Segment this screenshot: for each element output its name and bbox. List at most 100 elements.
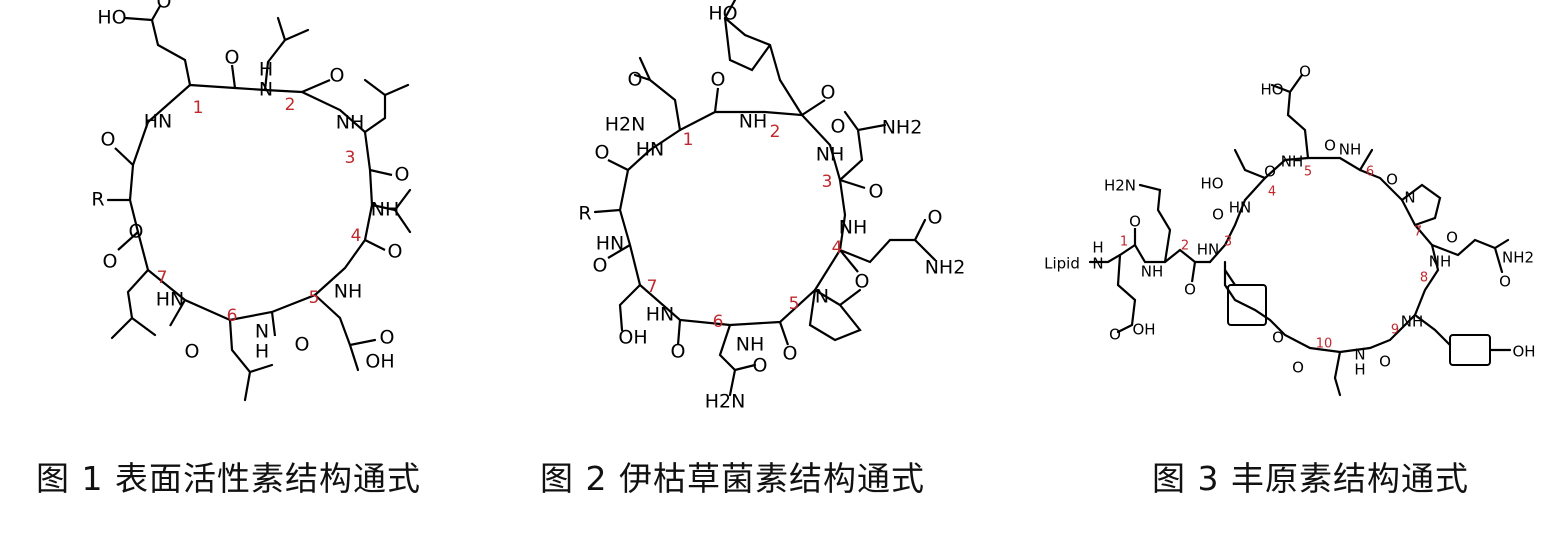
- atom-label: HN: [646, 304, 675, 326]
- atom-label: O: [1446, 229, 1458, 247]
- atom-label: OH: [618, 327, 647, 349]
- atom-label: NH: [336, 112, 365, 134]
- atom-label: R: [578, 203, 591, 225]
- residue-number: 2: [1181, 239, 1189, 254]
- residue-number: 5: [789, 294, 800, 314]
- residue-number: 3: [345, 148, 356, 168]
- atom-label: N: [259, 79, 273, 101]
- figure-3-caption: 图 3 丰原素结构通式: [1152, 459, 1469, 498]
- residue-number: 6: [713, 312, 724, 332]
- atom-label: O: [225, 47, 240, 69]
- atom-label: O: [1499, 273, 1511, 291]
- atom-label: O: [821, 82, 836, 104]
- atom-label: NH: [1401, 313, 1424, 331]
- atom-label: O: [628, 69, 643, 91]
- atom-label: NH2: [925, 257, 966, 279]
- atom-label: O: [101, 129, 116, 151]
- atom-label: HN: [156, 289, 185, 311]
- atom-label: OH: [1512, 343, 1535, 361]
- surfactin-structure: HO O O H N O NH O NH O NH O OH O N H O H…: [91, 0, 412, 402]
- atom-label: R: [91, 189, 104, 211]
- residue-number: 1: [1120, 235, 1128, 250]
- atom-label: NH: [1141, 263, 1164, 281]
- residue-number: 3: [822, 172, 833, 192]
- atom-label: O: [928, 207, 943, 229]
- residue-number: 7: [157, 268, 168, 288]
- atom-label: O: [783, 343, 798, 365]
- atom-label: HO: [1260, 81, 1283, 99]
- atom-label: HO: [97, 7, 126, 29]
- atom-label: H: [259, 59, 273, 81]
- residue-number: 6: [1366, 165, 1374, 180]
- residue-number: 9: [1391, 323, 1399, 338]
- atom-label: NH2: [1502, 249, 1534, 267]
- atom-label: NH: [739, 111, 768, 133]
- figure-surfactin: HO O O H N O NH O NH O NH O OH O N H O H…: [40, 0, 460, 420]
- atom-label: H2N: [1104, 177, 1136, 195]
- atom-label: H: [1092, 239, 1103, 257]
- residue-number: 5: [1304, 165, 1312, 180]
- atom-label: HN: [596, 233, 625, 255]
- atom-label: O: [869, 181, 884, 203]
- residue-number: 4: [351, 226, 362, 246]
- atom-label: HN: [636, 139, 665, 161]
- residue-number: 1: [193, 98, 204, 118]
- atom-label: O: [1184, 281, 1196, 299]
- residue-number: 4: [1268, 185, 1276, 200]
- atom-label: NH: [839, 217, 868, 239]
- atom-label: H: [1354, 361, 1365, 379]
- atom-label: HN: [1229, 199, 1252, 217]
- atom-label: OH: [1132, 321, 1155, 339]
- atom-label: HN: [144, 111, 173, 133]
- atom-label: Lipid: [1044, 255, 1080, 273]
- figure-iturin: HO O H2N O NH O O NH2 NH O NH O NH2 O N …: [540, 0, 980, 420]
- atom-label: O: [1292, 359, 1304, 377]
- atom-label: NH: [334, 281, 363, 303]
- atom-label: O: [1109, 326, 1121, 344]
- atom-label: O: [330, 65, 345, 87]
- atom-label: NH: [1281, 153, 1304, 171]
- residue-number: 2: [285, 95, 296, 115]
- residue-number: 6: [227, 306, 238, 326]
- atom-label: O: [1272, 329, 1284, 347]
- figure-2-caption: 图 2 伊枯草菌素结构通式: [540, 459, 925, 498]
- atom-label: H: [255, 341, 269, 363]
- atom-label: NH: [371, 199, 400, 221]
- residue-number: 7: [1414, 225, 1422, 240]
- atom-label: N: [1092, 255, 1103, 273]
- residue-number: 7: [647, 277, 658, 297]
- atom-label: HN: [1197, 241, 1220, 259]
- atom-label: O: [1386, 171, 1398, 189]
- atom-label: O: [595, 142, 610, 164]
- atom-label: O: [388, 241, 403, 263]
- atom-label: O: [295, 334, 310, 356]
- iturin-structure: HO O H2N O NH O O NH2 NH O NH O NH2 O N …: [578, 0, 966, 413]
- atom-label: NH: [736, 334, 765, 356]
- atom-label: O: [380, 327, 395, 349]
- residue-number: 5: [309, 288, 320, 308]
- residue-number: 2: [770, 122, 781, 142]
- atom-label: O: [593, 255, 608, 277]
- atom-label: NH: [816, 144, 845, 166]
- figure-1-caption: 图 1 表面活性素结构通式: [36, 459, 421, 498]
- residue-number: 10: [1316, 337, 1333, 352]
- atom-label: O: [1379, 353, 1391, 371]
- atom-label: N: [815, 286, 829, 308]
- atom-label: N: [255, 321, 269, 343]
- atom-label: N: [1404, 189, 1415, 207]
- atom-label: O: [1264, 163, 1276, 181]
- atom-label: O: [671, 341, 686, 363]
- atom-label: O: [831, 116, 846, 138]
- atom-label: NH: [1339, 141, 1362, 159]
- atom-label: O: [1324, 137, 1336, 155]
- atom-label: O: [129, 221, 144, 243]
- atom-label: HO: [708, 3, 737, 25]
- atom-label: H2N: [605, 114, 646, 136]
- residue-number: 1: [683, 130, 694, 150]
- atom-label: O: [1212, 206, 1224, 224]
- atom-label: OH: [365, 351, 394, 373]
- residue-number: 8: [1420, 271, 1428, 286]
- atom-label: O: [855, 271, 870, 293]
- atom-label: O: [711, 69, 726, 91]
- atom-label: NH: [1429, 253, 1452, 271]
